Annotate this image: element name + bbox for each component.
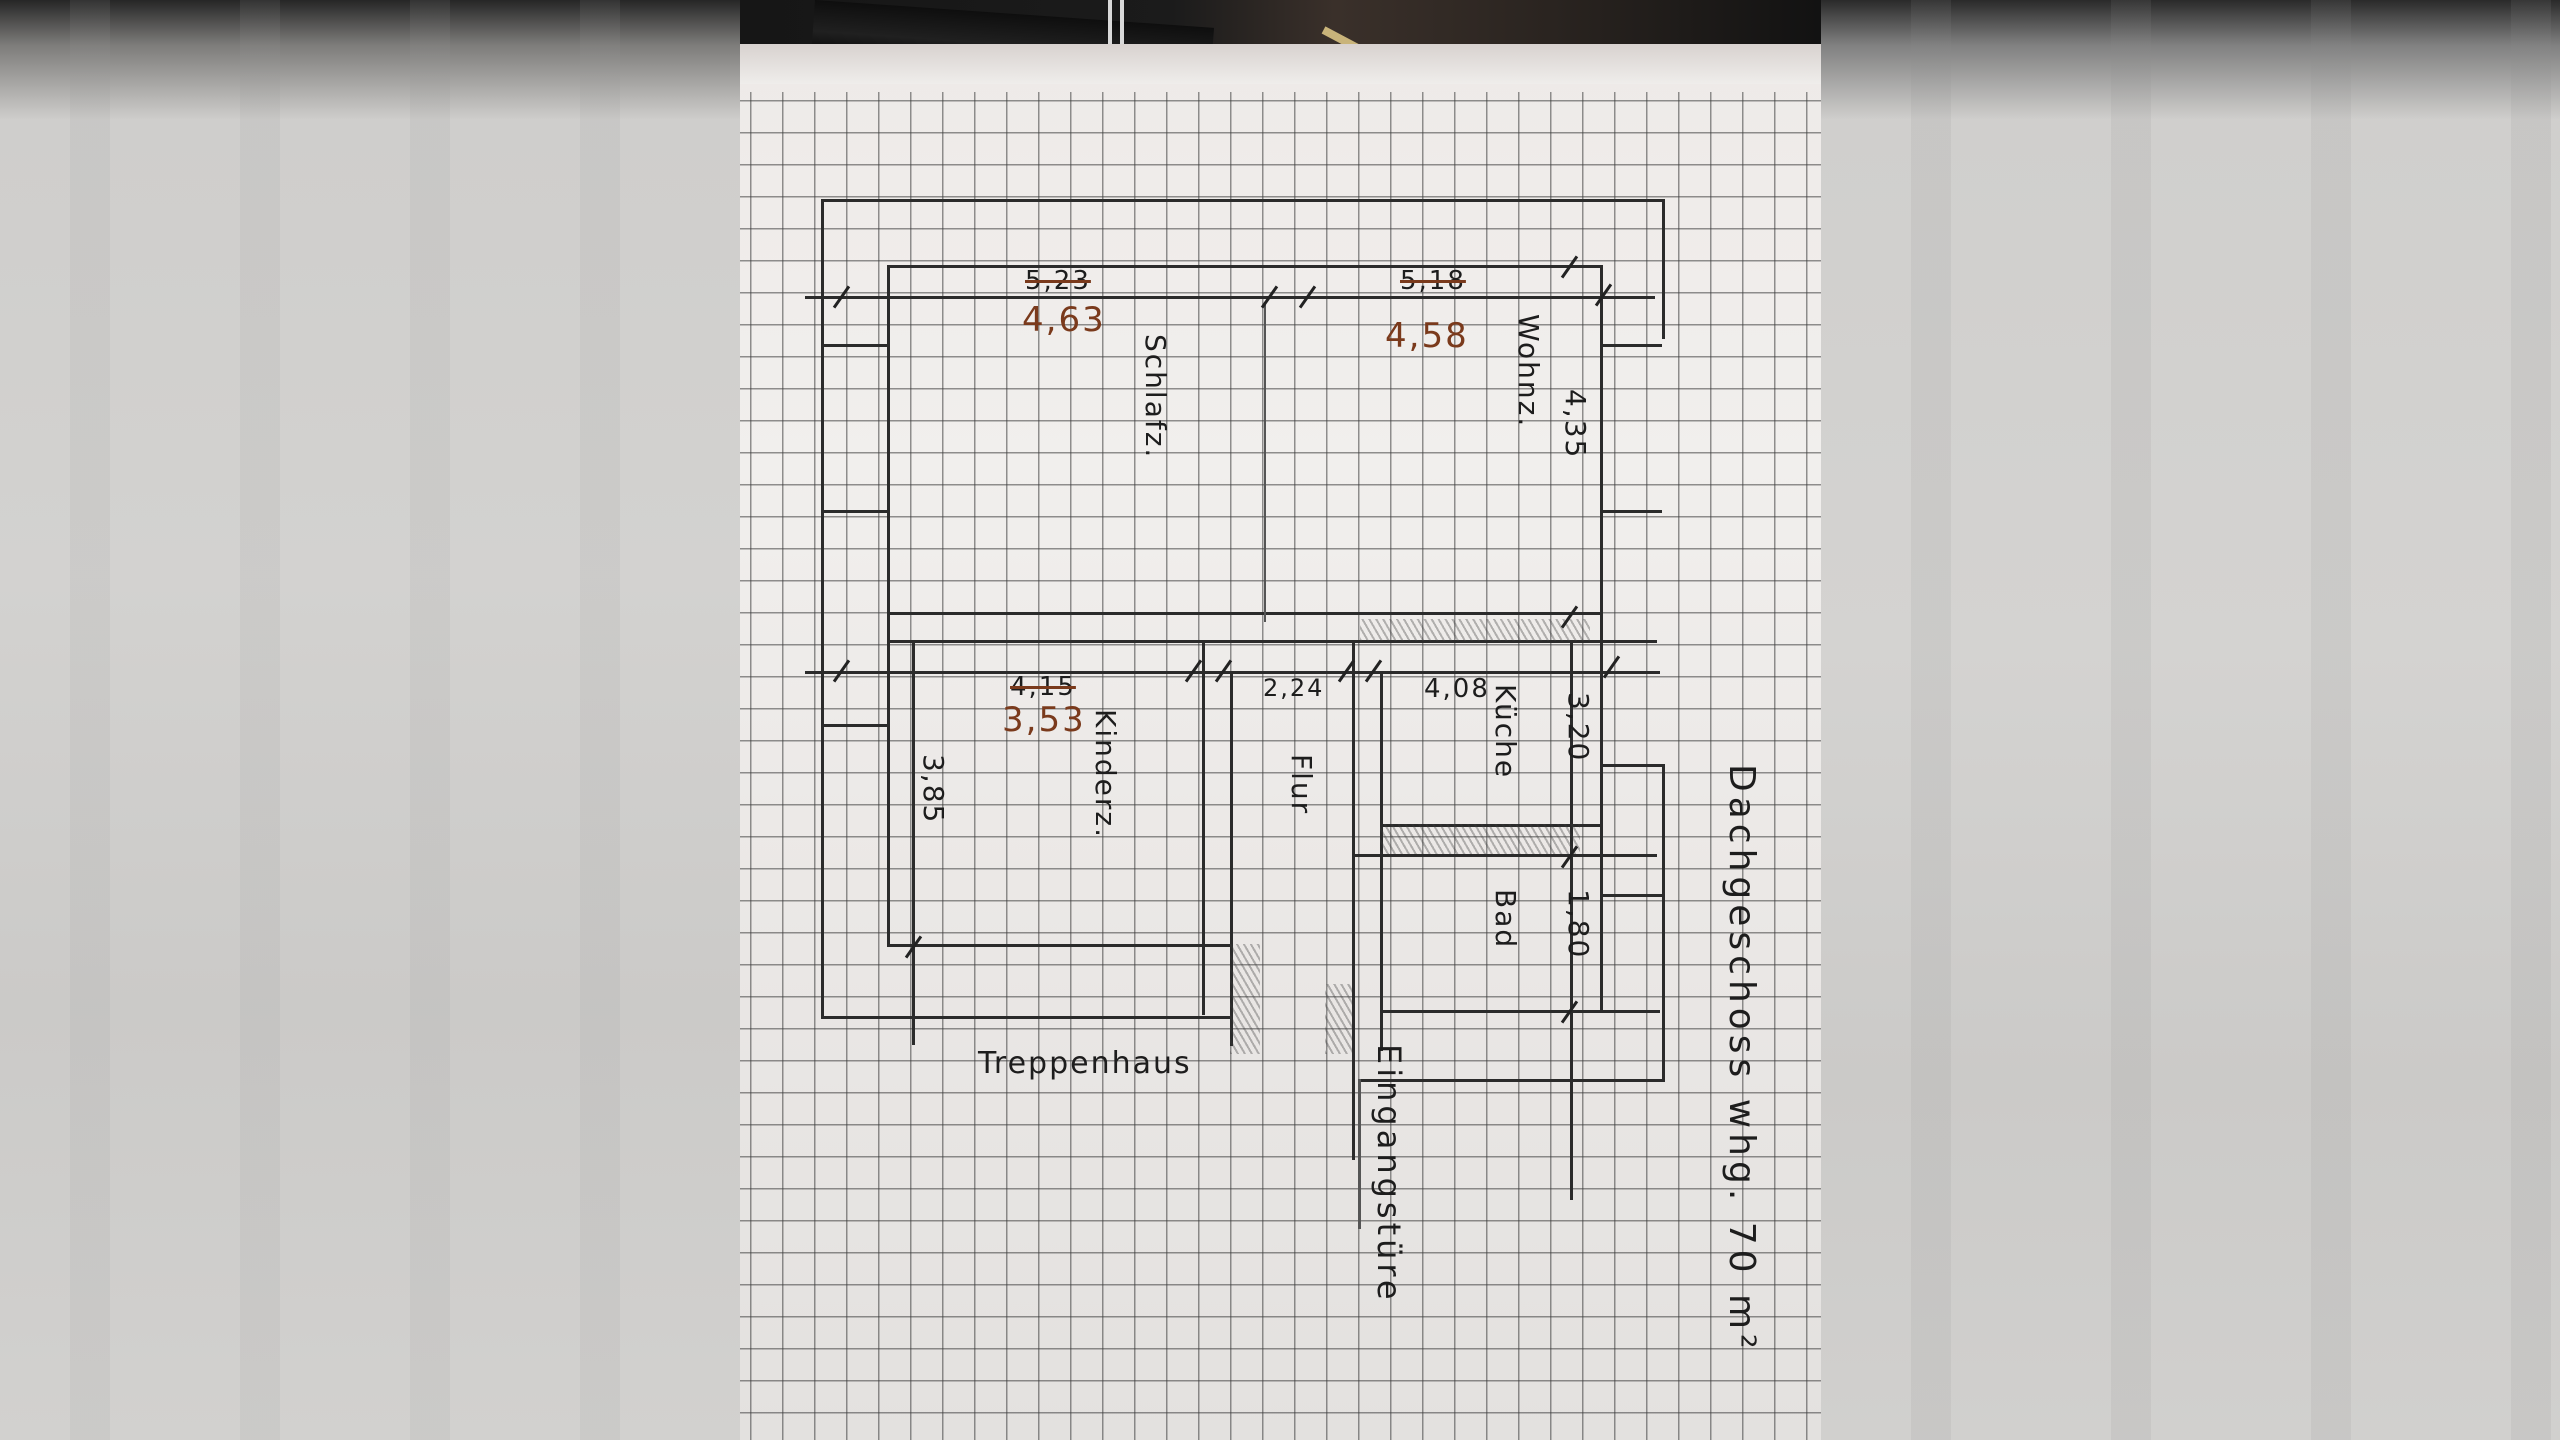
kueche-width: 4,08 <box>1424 674 1490 704</box>
blurred-background-right <box>1821 0 2560 1440</box>
window-mark <box>1600 510 1662 513</box>
bad-label: Bad <box>1489 889 1522 950</box>
stairwell-label: Treppenhaus <box>978 1046 1192 1081</box>
outer-wall-bottom-left <box>821 1016 1231 1019</box>
wohnz-label: Wohnz. <box>1512 314 1545 429</box>
kueche-depth: 3,20 <box>1562 692 1595 763</box>
dimension-line-right <box>1570 640 1573 1200</box>
window-mark <box>821 344 887 347</box>
inner-wall-top <box>887 265 1600 268</box>
wall-hatching <box>1360 619 1590 641</box>
floor-title: Dachgeschoss whg. 70 m² <box>1721 764 1762 1354</box>
flur-right-wall-outer <box>1352 640 1355 1160</box>
kinderz-bottom-wall <box>887 944 1232 947</box>
outer-wall-left <box>821 199 824 1017</box>
window-mark <box>1600 894 1662 897</box>
pen-ring <box>1120 0 1124 44</box>
wall-lower-rooms-top <box>887 640 1657 643</box>
schlafz-width-old: 5,23 <box>1025 266 1091 296</box>
window-mark <box>1600 764 1662 767</box>
flur-left-wall-inner <box>1230 671 1233 1046</box>
kinderz-width-new: 3,53 <box>1002 700 1086 740</box>
window-mark <box>821 510 887 513</box>
outer-wall-top <box>821 199 1663 202</box>
wall-upper-rooms-bottom <box>887 612 1600 615</box>
flur-label: Flur <box>1285 754 1318 816</box>
entrance-guide-line <box>1358 1079 1361 1229</box>
kinderz-label: Kinderz. <box>1089 709 1122 839</box>
flur-width: 2,24 <box>1263 674 1325 702</box>
kueche-bad-wall <box>1380 824 1600 827</box>
wohnz-depth: 4,35 <box>1559 389 1592 460</box>
outer-wall-bottom-right <box>1358 1079 1663 1082</box>
wohnz-width-old: 5,18 <box>1400 266 1466 296</box>
kinderz-left-wall <box>912 640 915 1045</box>
schlafz-label: Schlafz. <box>1139 334 1172 460</box>
wall-hatching <box>1230 944 1260 1054</box>
entrance-label: Eingangstüre <box>1370 1044 1408 1304</box>
kueche-bad-wall-outer <box>1352 854 1657 857</box>
wohnz-width-new: 4,58 <box>1385 316 1469 356</box>
kinderz-width-old: 4,15 <box>1010 672 1076 702</box>
outer-wall-right-upper <box>1662 199 1665 339</box>
dimension-line-top <box>805 296 1655 299</box>
wall-hatching <box>1380 824 1580 854</box>
flur-left-wall-outer <box>1202 640 1205 1015</box>
flur-right-wall-inner <box>1380 671 1383 1051</box>
graph-paper-sheet: 5,23 4,63 Schlafz. 5,18 4,58 Wohnz. 4,35… <box>740 44 1821 1440</box>
wall-hatching <box>1325 984 1352 1054</box>
pen-ring <box>1108 0 1112 44</box>
window-mark <box>1600 344 1662 347</box>
blurred-background-left <box>0 0 740 1440</box>
kueche-label: Küche <box>1489 684 1522 780</box>
schlafz-width-new: 4,63 <box>1022 300 1106 340</box>
divider-schlafz-wohnz <box>1264 302 1266 622</box>
outer-wall-right-lower <box>1662 764 1665 1082</box>
bad-bottom-wall <box>1380 1010 1660 1013</box>
paper-top-edge <box>740 44 1821 84</box>
bad-depth: 1,80 <box>1562 889 1595 960</box>
kinderz-depth: 3,85 <box>917 754 950 825</box>
inner-wall-right <box>1600 265 1603 1010</box>
inner-wall-left <box>887 265 890 945</box>
window-mark <box>821 724 887 727</box>
